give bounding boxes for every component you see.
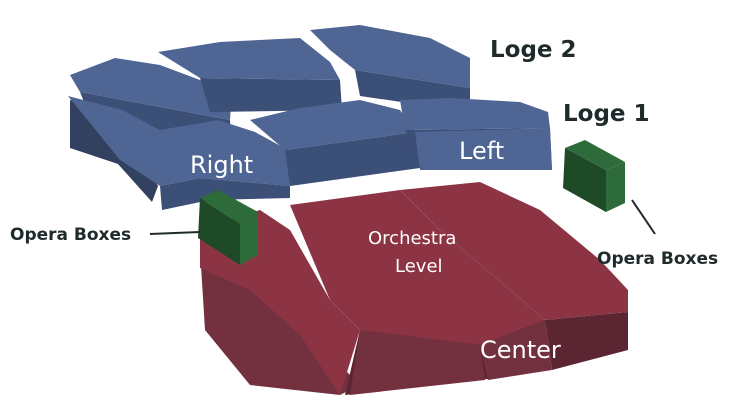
- opera-box-left-top: [200, 190, 258, 224]
- center-label: Center: [480, 336, 561, 364]
- orchestra-center-wedge: [290, 190, 545, 345]
- opera-box-right-front: [606, 162, 625, 212]
- orchestra-section[interactable]: [200, 182, 628, 395]
- loge-2-left-block: [310, 25, 470, 88]
- opera-box-left[interactable]: [198, 190, 258, 265]
- opera-boxes-right-label: Opera Boxes: [597, 249, 718, 269]
- loge-2-label: Loge 2: [490, 37, 577, 63]
- loge-1-center-block: [250, 100, 415, 150]
- opera-box-right[interactable]: [563, 140, 625, 212]
- loge-2-center-block-side: [200, 78, 342, 112]
- orchestra-label-line1: Orchestra: [368, 228, 456, 249]
- loge-1-center-block-side: [285, 132, 420, 186]
- opera-box-right-side: [563, 148, 606, 212]
- orchestra-left-wedge: [400, 182, 628, 320]
- loge-1-label: Loge 1: [563, 101, 650, 127]
- opera-box-right-top: [565, 140, 625, 170]
- left-section-label: Left: [459, 137, 504, 165]
- opera-box-left-side: [198, 198, 240, 265]
- right-section-label: Right: [190, 151, 253, 179]
- opera-box-left-callout: [149, 231, 201, 235]
- orchestra-label-line2: Level: [395, 256, 443, 277]
- orchestra-front-right: [480, 320, 552, 380]
- loge-2-center-block: [158, 38, 340, 80]
- loge-1-left-block: [400, 98, 550, 130]
- loge-1-right-block: [68, 96, 290, 186]
- opera-boxes-left-label: Opera Boxes: [10, 225, 131, 245]
- loge-2-right-block: [70, 58, 232, 120]
- orchestra-left-wedge-side: [545, 312, 628, 370]
- opera-box-right-callout: [631, 199, 656, 235]
- orchestra-center-front: [350, 330, 485, 395]
- loge-1-left-top: [415, 128, 552, 170]
- opera-box-left-front: [240, 212, 258, 265]
